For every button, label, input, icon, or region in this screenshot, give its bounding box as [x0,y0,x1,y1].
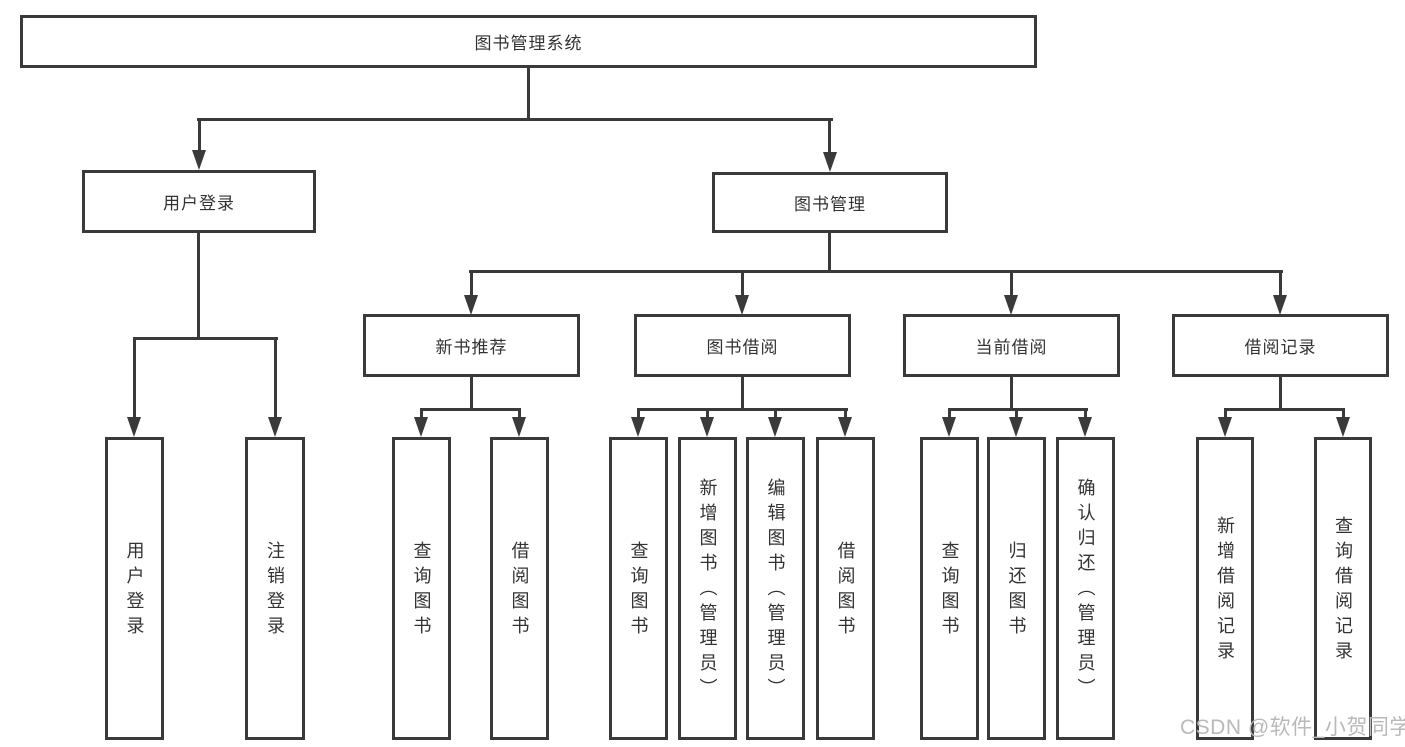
connector-line [470,270,473,297]
connector-line [133,337,136,419]
arrow-head [700,417,714,437]
leaf-node-borrow-books-1: 借阅图书 [490,437,549,740]
leaf-node-edit-book-admin: 编辑图书（管理员） [746,437,805,740]
connector-line [1224,408,1345,411]
connector-line [469,270,1283,273]
connector-line [197,118,833,121]
leaf-node-logout: 注销登录 [245,437,305,740]
arrow-head [1273,295,1287,315]
leaf-node-query-books-2: 查询图书 [609,437,668,740]
branch-node-book-management: 图书管理 [712,172,948,233]
connector-line [420,408,521,411]
arrow-head [192,150,206,170]
connector-line [1279,270,1282,297]
connector-line [828,118,831,154]
branch-node-user-login: 用户登录 [82,170,316,233]
leaf-node-confirm-return-admin: 确认归还（管理员） [1056,437,1115,740]
connector-line [1015,408,1018,421]
group-node-book-borrow: 图书借阅 [634,314,851,377]
connector-line [1342,408,1345,421]
arrow-head [512,417,526,437]
root-node-library-system: 图书管理系统 [20,15,1037,68]
connector-line [1010,377,1013,411]
arrow-head [768,417,782,437]
group-node-new-book-recommend: 新书推荐 [363,314,580,377]
connector-line [1279,377,1282,411]
connector-line [844,408,847,421]
connector-line [637,408,640,421]
connector-line [948,408,1088,411]
leaf-node-user-login: 用户登录 [105,437,164,740]
arrow-head [735,295,749,315]
arrow-head [1078,417,1092,437]
leaf-node-add-borrow-record: 新增借阅记录 [1196,437,1254,740]
arrow-head [414,417,428,437]
connector-line [774,408,777,421]
connector-line [741,377,744,411]
leaf-node-return-book: 归还图书 [987,437,1046,740]
group-node-borrow-records: 借阅记录 [1172,314,1389,377]
connector-line [828,233,831,273]
arrow-head [268,417,282,437]
connector-line [470,377,473,411]
connector-line [1084,408,1087,421]
connector-line [420,408,423,421]
connector-line [741,270,744,297]
connector-line [133,337,278,340]
connector-line [948,408,951,421]
leaf-node-query-books-3: 查询图书 [920,437,979,740]
leaf-node-query-books-1: 查询图书 [392,437,451,740]
leaf-node-borrow-books-2: 借阅图书 [816,437,875,740]
leaf-node-query-borrow-record: 查询借阅记录 [1314,437,1372,740]
connector-line [197,233,200,340]
csdn-watermark: CSDN @软件_小贺同学 [1180,716,1405,739]
arrow-head [1004,295,1018,315]
connector-line [706,408,709,421]
arrow-head [823,152,837,172]
connector-line [274,337,277,419]
connector-line [637,408,848,411]
arrow-head [1009,417,1023,437]
arrow-head [838,417,852,437]
arrow-head [1336,417,1350,437]
connector-line [527,68,530,121]
connector-line [1224,408,1227,421]
arrow-head [464,295,478,315]
group-node-current-borrow: 当前借阅 [903,314,1120,377]
arrow-head [127,417,141,437]
leaf-node-add-book-admin: 新增图书（管理员） [678,437,737,740]
arrow-head [1218,417,1232,437]
connector-line [198,118,201,152]
arrow-head [942,417,956,437]
connector-line [518,408,521,421]
connector-line [1010,270,1013,297]
arrow-head [631,417,645,437]
